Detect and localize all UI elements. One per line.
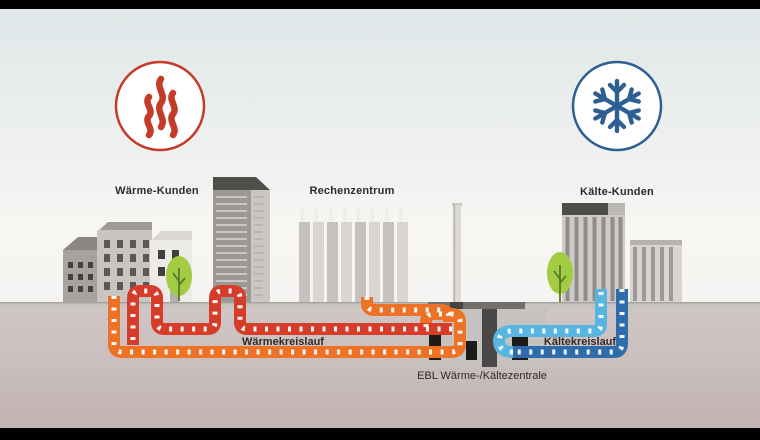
- heat-customers-label: Wärme-Kunden: [115, 185, 199, 197]
- letterbox-top: [0, 0, 760, 9]
- heat-waves-icon: [114, 60, 206, 152]
- heat-customer-buildings: [63, 177, 270, 303]
- flow-direction-ticks: [111, 288, 625, 355]
- cold-loop-label: Kältekreislauf: [543, 336, 617, 348]
- data-center-label: Rechenzentrum: [309, 185, 395, 197]
- cold-return-pipe: [513, 289, 628, 358]
- tree-icon: [166, 256, 192, 301]
- heat-supply-pipe: [127, 285, 452, 345]
- data-center-building: [299, 208, 408, 303]
- snowflake-icon: [571, 60, 663, 152]
- tree-icon: [547, 252, 573, 302]
- heat-loop-label: Wärmekreislauf: [242, 336, 324, 348]
- cold-customer-buildings: [562, 203, 682, 303]
- plant-chimney: [452, 203, 462, 303]
- letterbox-bottom: [0, 428, 760, 440]
- cold-customers-label: Kälte-Kunden: [580, 186, 654, 198]
- plant-label: EBL Wärme-/Kältezentrale: [417, 370, 547, 382]
